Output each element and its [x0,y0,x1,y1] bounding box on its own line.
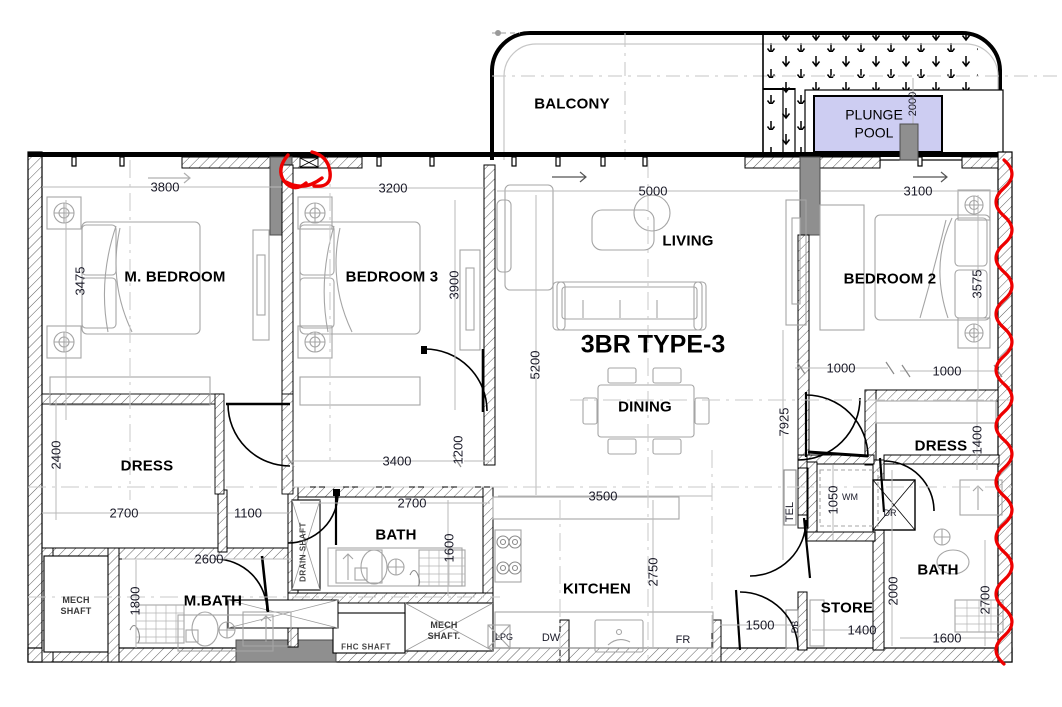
bath-right-wc [936,549,970,575]
armchair-left [504,184,554,291]
wall-top-glazing [28,152,998,157]
arrow-balcony-bedroom2 [913,171,948,183]
plunge-pool-shape [813,95,943,153]
plan-title: 3BR TYPE-3 [580,330,726,359]
dimension-lines [42,186,1003,648]
kitchen-sink [594,619,644,653]
kitchen-counter-top [492,496,680,520]
balcony-outline [490,31,1002,160]
bed-bedroom2 [874,214,991,321]
wardrobe-bedroom3 [299,376,421,406]
door-bedroom3 [424,348,488,412]
m-bath-wc [191,611,219,647]
bed-bedroom3 [299,221,421,335]
mech-shaft-left-box [43,555,109,653]
wardrobe-slim-2 [785,199,807,326]
bath-mid-vanity [327,547,463,587]
markup-right-wall [994,158,1014,666]
top-wall-solid-segments [181,156,999,169]
door-dress-right [797,397,861,461]
fhc-shaft-box [332,612,406,654]
hob [494,529,522,583]
door-group [214,346,935,651]
markup-underline [284,176,324,188]
nightstand-master-bottom [46,325,82,359]
lpg-box [487,624,511,649]
wall-exterior-bottom [27,647,1013,663]
wardrobe-slim-1 [459,249,481,351]
door-laundry [805,394,869,458]
interior-walls [41,164,1000,663]
sofa-main [556,281,703,331]
balcony-ghost-arc [503,43,999,160]
door-store [739,591,799,651]
pier-bedroom2 [799,156,821,236]
wardrobe-bedroom2 [819,204,865,331]
door-bath-right [883,460,935,512]
pier-terrace [899,123,919,161]
structural-piers [235,123,919,663]
furniture-group [46,184,1004,653]
wall-exterior-left [27,151,43,663]
direction-arrows [148,171,948,184]
dining-table [597,384,695,438]
door-dress-left [227,403,291,467]
bath-right-vanity [959,479,1003,516]
nightstand-master-top [46,196,82,230]
grid-lines [28,160,1012,660]
wardrobe-slim-3 [252,229,270,341]
bath-mid-shower [335,549,383,584]
bed-master [81,221,201,335]
arrow-mbr [148,172,191,184]
bath-mid-tub-grid [418,549,466,587]
kitchen-counter-bottom [494,611,714,649]
side-table-round [633,194,671,232]
m-bath-vanity [177,614,274,652]
red-markup-group [279,150,1014,666]
arrow-balcony-living [552,171,587,183]
armchair-top [591,209,655,251]
balcony-node [495,30,501,36]
bath-mid-wc [360,549,388,585]
markup-circle-right [310,150,332,188]
